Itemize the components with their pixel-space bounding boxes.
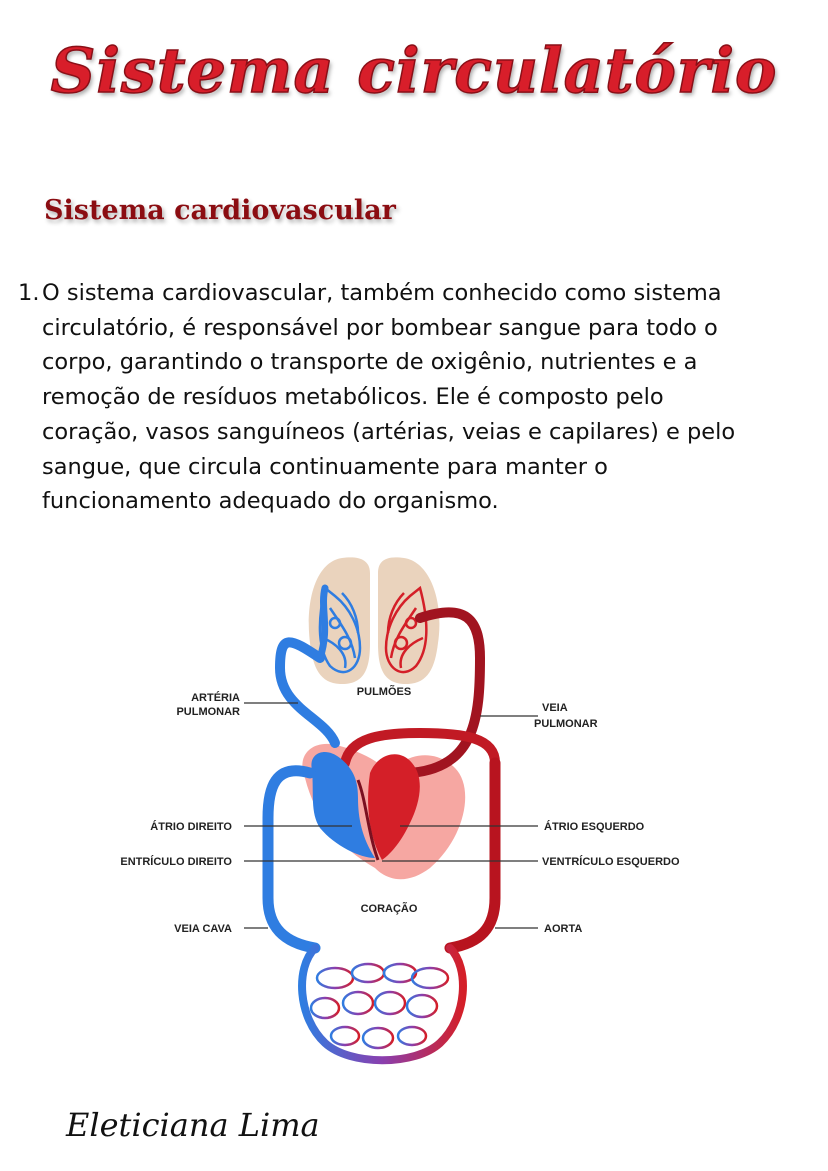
- label-ventriculo-esquerdo: VENTRÍCULO ESQUERDO: [542, 855, 680, 868]
- numbered-paragraph: 1. O sistema cardiovascular, também conh…: [18, 276, 738, 519]
- label-arteria-pulmonar-line1: ARTÉRIA: [191, 691, 240, 704]
- label-ventriculo-direito: VENTRÍCULO DIREITO: [120, 855, 232, 868]
- label-pulmoes: PULMÕES: [357, 685, 411, 698]
- pulmonary-vein-vessel: [405, 607, 486, 778]
- label-atrio-direito: ÁTRIO DIREITO: [150, 820, 232, 833]
- list-number: 1.: [18, 280, 40, 306]
- label-coracao: CORAÇÃO: [361, 902, 418, 915]
- septum: [356, 779, 380, 861]
- leader-lines: [244, 702, 538, 929]
- blue-lung-branch: [316, 584, 329, 662]
- label-arteria-pulmonar-line2: PULMONAR: [176, 706, 240, 718]
- vena-cava-vessel: [262, 765, 321, 954]
- author-signature: Eleticiana Lima: [66, 1106, 320, 1144]
- left-heart-chambers: [368, 754, 420, 860]
- label-veia-pulmonar-line2: PULMONAR: [534, 718, 598, 730]
- label-veia-cava: VEIA CAVA: [174, 923, 232, 935]
- pulmonary-artery-vessel: [274, 637, 340, 748]
- page-title: Sistema circulatório: [50, 34, 778, 107]
- label-atrio-esquerdo: ÁTRIO ESQUERDO: [544, 820, 645, 833]
- paragraph-text: O sistema cardiovascular, também conheci…: [42, 280, 736, 515]
- label-veia-pulmonar-line1: VEIA: [542, 702, 568, 714]
- label-aorta: AORTA: [544, 923, 582, 935]
- left-lung-vessels: [384, 585, 428, 674]
- right-heart-chambers: [311, 751, 375, 858]
- capillary-network: [298, 944, 467, 1065]
- aorta-vessel: [444, 757, 501, 954]
- section-heading: Sistema cardiovascular: [44, 195, 396, 226]
- aortic-arch-vessel: [340, 727, 500, 768]
- circulatory-diagram: ARTÉRIA PULMONAR PULMÕES VEIA PULMONAR Á…: [120, 557, 680, 1065]
